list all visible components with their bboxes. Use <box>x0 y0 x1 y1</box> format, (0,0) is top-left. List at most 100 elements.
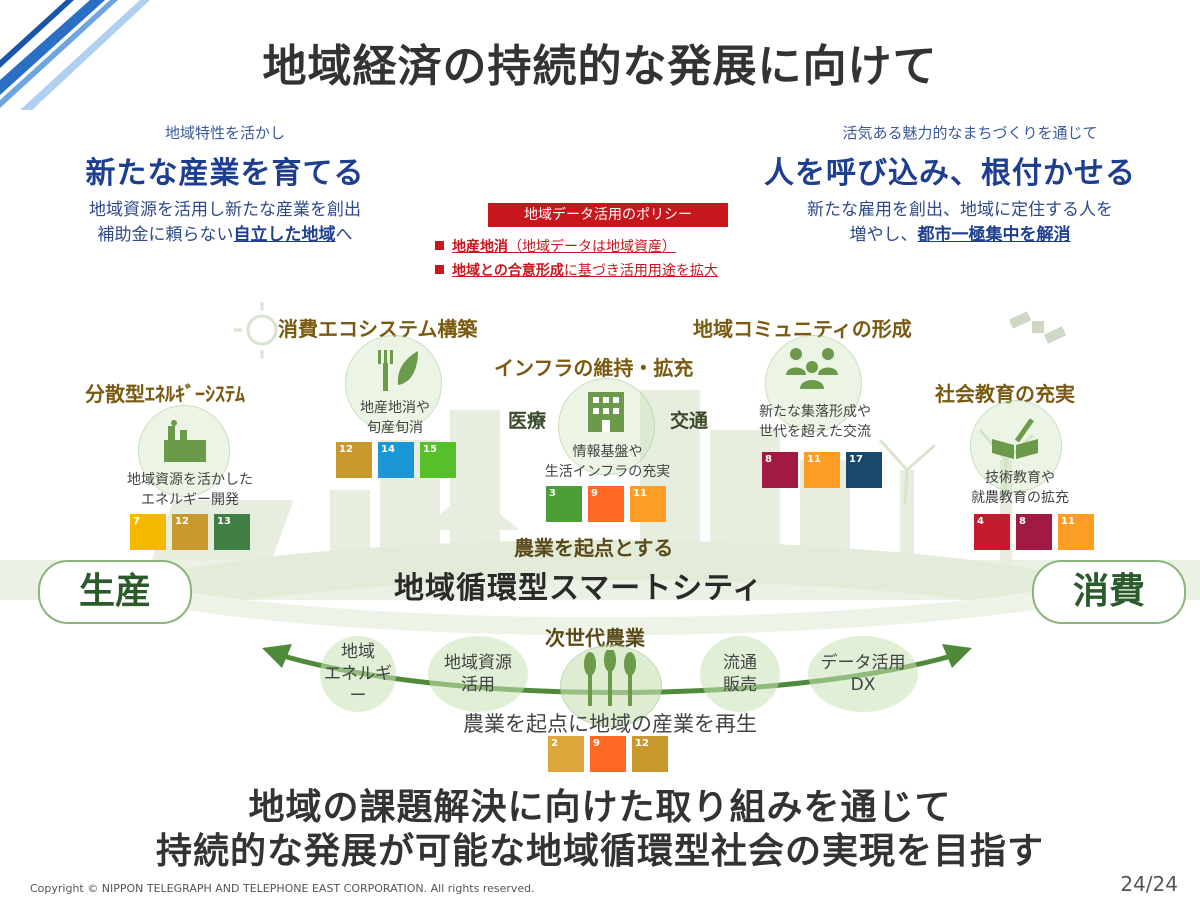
sdg-number: 12 <box>339 444 353 455</box>
sdg-number: 9 <box>591 488 598 499</box>
book-pen-icon <box>992 418 1038 459</box>
wheat-icon <box>584 650 636 706</box>
page-number: 24/24 <box>1120 872 1178 896</box>
sdg-group-infra: 3 9 11 <box>546 486 666 526</box>
infra-medical-label: 医療 <box>508 410 547 432</box>
right-line2-emphasis: 都市一極集中を解消 <box>917 225 1071 245</box>
sdg-goal-icon: 9 <box>590 736 626 772</box>
sdg-goal-icon: 7 <box>130 514 166 550</box>
pillar-energy-caption-line1: 地域資源を活かした <box>127 472 253 488</box>
bullet-square-icon <box>435 241 444 250</box>
page-title: 地域経済の持続的な発展に向けて <box>262 41 938 92</box>
bubble-line1: 地域資源 <box>444 653 512 673</box>
sdg-goal-icon: 14 <box>378 442 414 478</box>
cycle-main-title: 地域循環型スマートシティ <box>394 571 764 606</box>
sdg-number: 14 <box>381 444 395 455</box>
bubble-line1: データ活用 <box>820 653 906 673</box>
left-line2-prefix: 補助金に頼らない <box>97 225 234 245</box>
agri-bubble-energy: 地域エネルギー <box>320 636 396 712</box>
bubble-line2: DX <box>850 675 876 695</box>
pillar-energy-caption-line2: エネルギー開発 <box>141 492 239 508</box>
right-small-caption: 活気ある魅力的なまちづくりを通じて <box>842 124 1098 142</box>
sdg-number: 11 <box>807 454 821 465</box>
left-description-line1: 地域資源を活用し新たな産業を創出 <box>89 200 361 220</box>
sdg-number: 12 <box>635 738 649 749</box>
sdg-goal-icon: 12 <box>172 514 208 550</box>
bubble-line1: 地域 <box>341 642 375 662</box>
policy-title-badge: 地域データ活用のポリシー <box>488 203 728 227</box>
policy-item-1-note: （地域データは地域資産） <box>508 239 676 255</box>
left-small-caption: 地域特性を活かし <box>164 124 285 142</box>
fork-leaf-icon <box>378 350 418 391</box>
pillar-infra-caption-line1: 情報基盤や <box>572 444 643 460</box>
sdg-number: 2 <box>551 738 558 749</box>
right-description-line1: 新たな雇用を創出、地域に定住する人を <box>807 200 1113 220</box>
left-headline: 新たな産業を育てる <box>85 156 365 191</box>
policy-item-2-rest: に基づき活用用途を拡大 <box>563 263 718 279</box>
right-description: 新たな雇用を創出、地域に定住する人を 増やし、都市一極集中を解消 <box>760 198 1160 248</box>
people-group-icon <box>786 348 838 389</box>
bottom-message-line1: 地域の課題解決に向けた取り組みを通じて <box>248 787 952 828</box>
pillar-community-caption-line1: 新たな集落形成や <box>759 404 871 420</box>
pillar-community-caption: 新たな集落形成や 世代を超えた交流 <box>735 402 895 442</box>
sdg-group-eco: 12 14 15 <box>336 442 456 482</box>
sdg-goal-icon: 11 <box>804 452 840 488</box>
pillar-education-caption-line1: 技術教育や <box>985 470 1055 486</box>
policy-item-2: 地域との合意形成に基づき活用用途を拡大 <box>435 260 718 280</box>
sdg-goal-icon: 3 <box>546 486 582 522</box>
pillar-infra-title: インフラの維持・拡充 <box>494 356 694 380</box>
sdg-group-energy: 7 12 13 <box>130 514 250 554</box>
right-line2-prefix: 増やし、 <box>849 225 918 245</box>
production-pill: 生産 <box>38 560 192 624</box>
policy-item-2-bold: 地域との合意形成 <box>452 263 564 279</box>
agri-bubble-distribution: 流通販売 <box>700 636 780 712</box>
sdg-goal-icon: 4 <box>974 514 1010 550</box>
policy-item-1-bold: 地産地消 <box>452 239 508 255</box>
pillar-education-caption: 技術教育や 就農教育の拡充 <box>940 468 1100 508</box>
pillar-eco-caption-line2: 旬産旬消 <box>367 420 423 436</box>
pillar-eco-circle <box>345 335 442 432</box>
satellite-icon <box>1010 311 1067 344</box>
right-description-line2: 増やし、都市一極集中を解消 <box>760 223 1160 248</box>
sdg-group-education: 4 8 11 <box>974 514 1094 554</box>
sdg-goal-icon: 12 <box>632 736 668 772</box>
pillar-community-caption-line2: 世代を超えた交流 <box>759 424 871 440</box>
bullet-square-icon <box>435 265 444 274</box>
sdg-number: 7 <box>133 516 140 527</box>
sun-icon <box>234 302 290 358</box>
right-headline: 人を呼び込み、根付かせる <box>764 156 1136 191</box>
bubble-line1: 流通 <box>723 653 757 673</box>
sdg-goal-icon: 2 <box>548 736 584 772</box>
agri-bubble-resources: 地域資源活用 <box>428 636 528 712</box>
sdg-goal-icon: 12 <box>336 442 372 478</box>
sdg-goal-icon: 15 <box>420 442 456 478</box>
bubble-line2: エネルギー <box>324 664 392 706</box>
sdg-goal-icon: 17 <box>846 452 882 488</box>
sdg-number: 8 <box>1019 516 1026 527</box>
pillar-eco-caption: 地産地消や 旬産旬消 <box>320 398 470 438</box>
copyright-notice: Copyright © NIPPON TELEGRAPH AND TELEPHO… <box>30 882 535 895</box>
sdg-number: 3 <box>549 488 556 499</box>
sdg-number: 17 <box>849 454 863 465</box>
pillar-eco-caption-line1: 地産地消や <box>360 400 430 416</box>
infra-transport-label: 交通 <box>670 410 709 432</box>
bubble-line2: 活用 <box>461 675 495 695</box>
sdg-goal-icon: 13 <box>214 514 250 550</box>
left-description-line2: 補助金に頼らない自立した地域へ <box>30 223 420 248</box>
agri-caption: 農業を起点に地域の産業を再生 <box>463 712 757 736</box>
sdg-number: 8 <box>765 454 772 465</box>
policy-item-1: 地産地消（地域データは地域資産） <box>435 236 676 256</box>
sdg-goal-icon: 9 <box>588 486 624 522</box>
pillar-infra-caption: 情報基盤や 生活インフラの充実 <box>525 442 690 482</box>
left-line2-emphasis: 自立した地域 <box>233 225 336 245</box>
sdg-goal-icon: 8 <box>1016 514 1052 550</box>
sdg-number: 11 <box>1061 516 1075 527</box>
left-line2-suffix: へ <box>335 225 353 245</box>
pillar-energy-caption: 地域資源を活かした エネルギー開発 <box>100 470 280 510</box>
sdg-number: 15 <box>423 444 437 455</box>
sdg-goal-icon: 8 <box>762 452 798 488</box>
sdg-group-community: 8 11 17 <box>762 452 882 492</box>
factory-icon <box>164 420 206 462</box>
sdg-number: 13 <box>217 516 231 527</box>
